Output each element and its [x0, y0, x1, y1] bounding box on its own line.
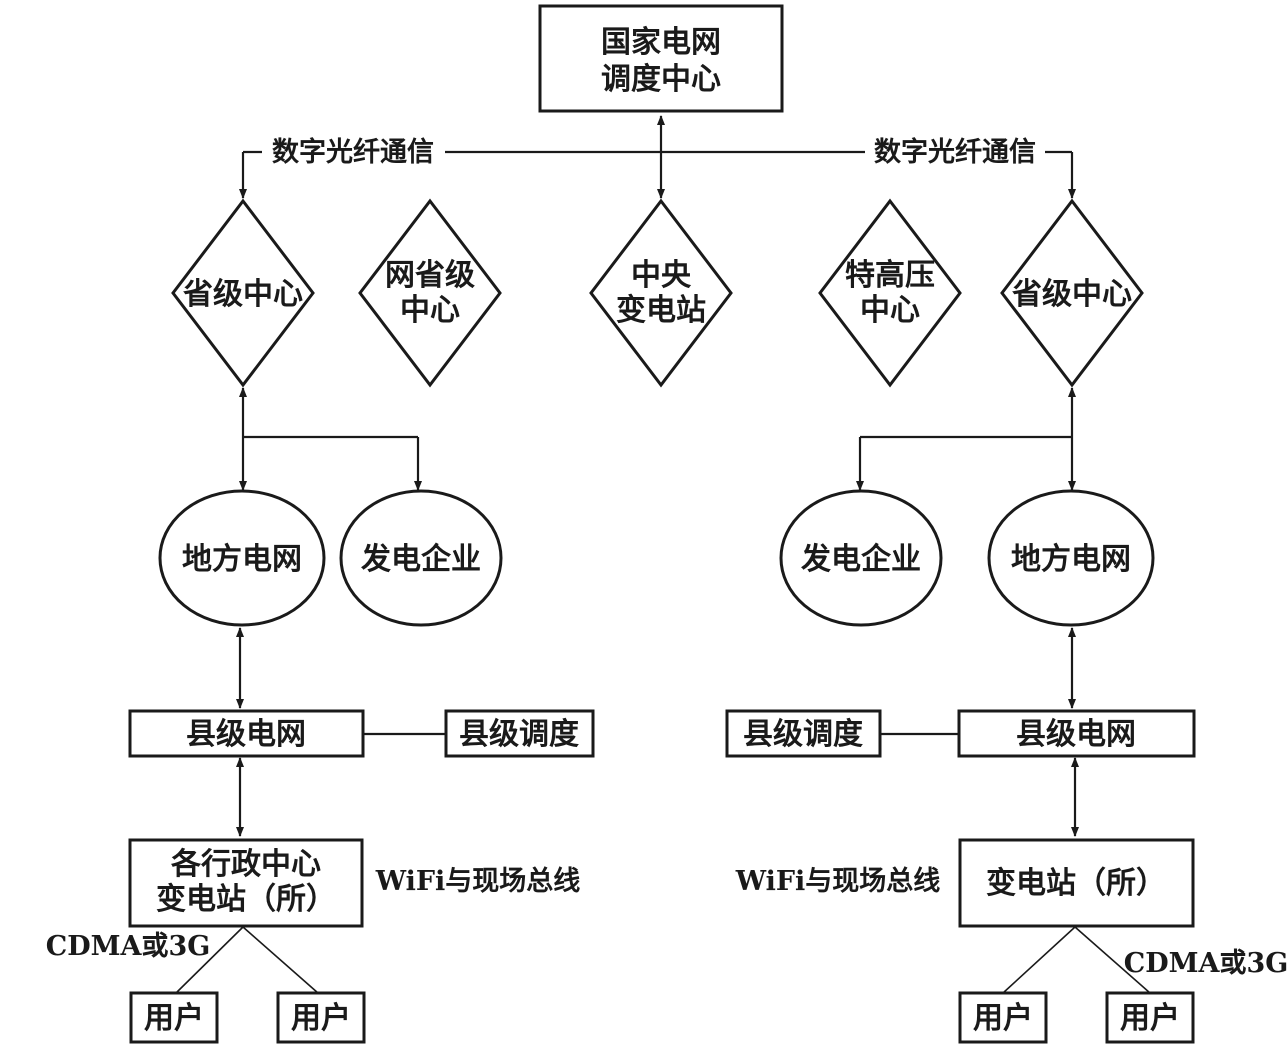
user-right-2-label: 用户 — [1120, 1001, 1180, 1036]
connector-lines — [175, 115, 1151, 994]
grid-province-center: 网省级 中心 — [358, 198, 502, 388]
power-company-left: 发电企业 — [339, 489, 503, 627]
county-grid-left: 县级电网 — [128, 709, 365, 758]
substation-right: 变电站（所） — [958, 838, 1195, 928]
national-dispatch-center: 国家电网 调度中心 — [538, 4, 784, 113]
county-grid-left-label: 县级电网 — [186, 717, 306, 752]
user-left-1-label: 用户 — [144, 1001, 204, 1036]
local-grid-right: 地方电网 — [987, 489, 1155, 627]
county-grid-right: 县级电网 — [957, 709, 1196, 758]
central-substation-line1: 中央 — [631, 258, 692, 293]
county-dispatch-right-label: 县级调度 — [743, 717, 863, 752]
local-grid-right-label: 地方电网 — [1011, 542, 1131, 577]
province-center-right: 省级中心 — [1000, 198, 1144, 388]
fiber-label-right: 数字光纤通信 — [874, 136, 1036, 168]
province-center-left: 省级中心 — [171, 198, 315, 388]
national-center-line1: 国家电网 — [601, 25, 721, 60]
grid-province-line1: 网省级 — [385, 258, 475, 293]
user-right-2: 用户 — [1105, 991, 1195, 1044]
national-center-line2: 调度中心 — [601, 62, 721, 97]
power-company-right: 发电企业 — [779, 489, 943, 627]
cdma-label-right: CDMA或3G — [1124, 948, 1288, 979]
county-grid-right-label: 县级电网 — [1016, 717, 1136, 752]
grid-province-line2: 中心 — [400, 293, 460, 328]
uhv-center-line1: 特高压 — [845, 258, 935, 293]
local-grid-left-label: 地方电网 — [182, 542, 302, 577]
admin-substation-line1: 各行政中心 — [170, 847, 321, 882]
power-company-right-label: 发电企业 — [800, 542, 921, 577]
power-company-left-label: 发电企业 — [360, 542, 481, 577]
user-right-1-label: 用户 — [973, 1001, 1033, 1036]
cdma-label-left: CDMA或3G — [46, 931, 211, 962]
substation-right-label: 变电站（所） — [986, 866, 1166, 901]
local-grid-left: 地方电网 — [158, 489, 326, 627]
user-left-2-label: 用户 — [291, 1001, 351, 1036]
admin-substation: 各行政中心 变电站（所） — [128, 838, 364, 928]
uhv-center-line2: 中心 — [860, 293, 920, 328]
central-substation-line2: 变电站 — [616, 293, 706, 328]
central-substation: 中央 变电站 — [589, 198, 733, 388]
user-left-1: 用户 — [129, 991, 219, 1044]
province-center-right-label: 省级中心 — [1012, 277, 1132, 312]
province-center-left-label: 省级中心 — [183, 277, 303, 312]
county-dispatch-left-label: 县级调度 — [459, 717, 579, 752]
county-dispatch-left: 县级调度 — [444, 709, 595, 758]
uhv-center: 特高压 中心 — [818, 198, 962, 388]
fiber-label-left: 数字光纤通信 — [272, 136, 434, 168]
user-left-2: 用户 — [276, 991, 366, 1044]
admin-substation-line2: 变电站（所） — [156, 882, 336, 917]
wifi-label-left: WiFi与现场总线 — [375, 866, 581, 897]
wifi-label-right: WiFi与现场总线 — [735, 866, 941, 897]
user-right-1: 用户 — [958, 991, 1048, 1044]
county-dispatch-right: 县级调度 — [725, 709, 882, 758]
